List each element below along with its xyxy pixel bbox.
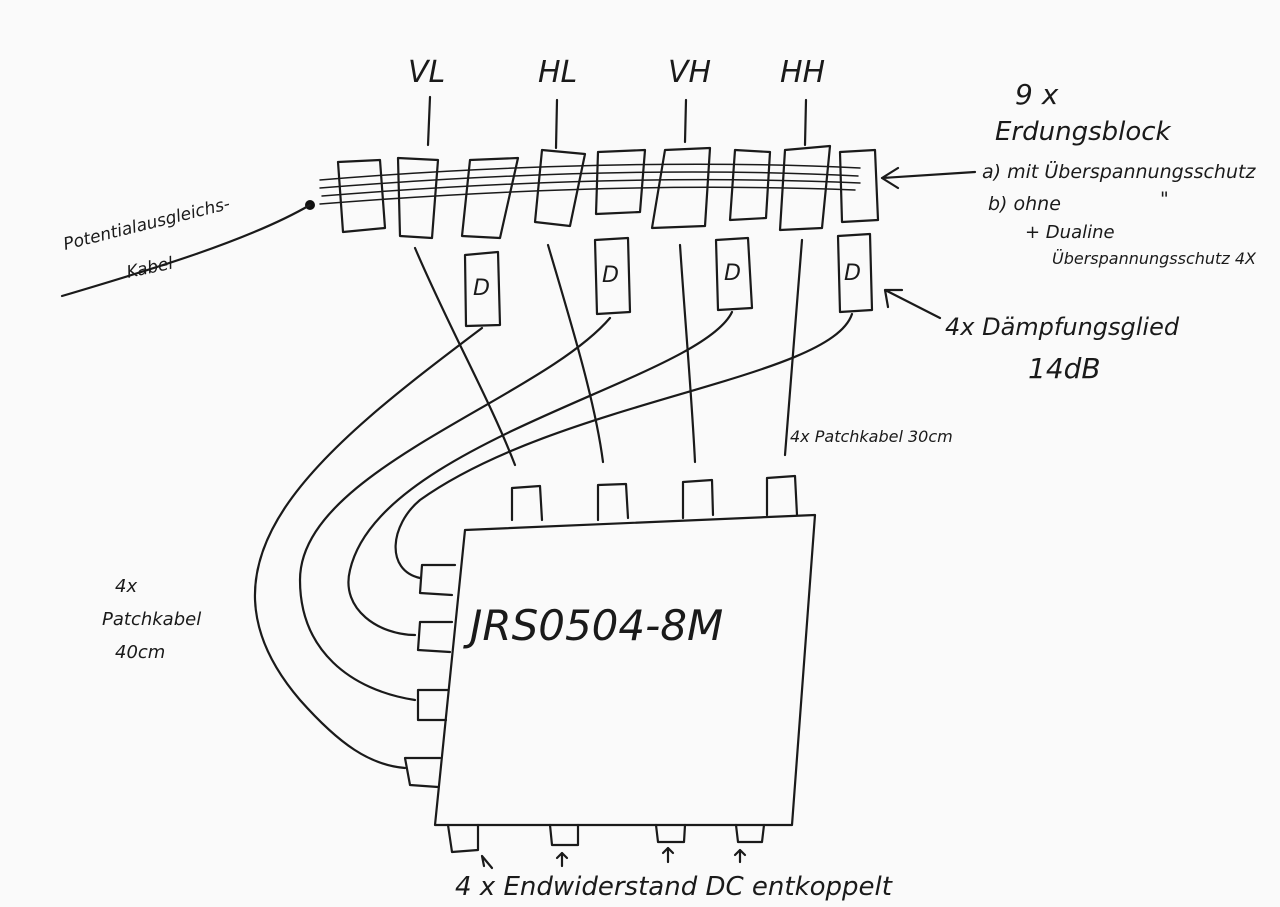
input-cables xyxy=(426,95,808,150)
multiswitch-body xyxy=(403,474,817,870)
attenuators: D D D D xyxy=(463,232,874,328)
arrow-icon xyxy=(880,166,977,190)
attenuator-value: 14dB xyxy=(1028,352,1101,385)
patch40-label-2: Patchkabel xyxy=(102,609,201,630)
input-labels: VL HL VH HH xyxy=(408,55,825,90)
label-hl: HL xyxy=(538,55,577,90)
attenuator-1-label: D xyxy=(473,276,490,301)
multiswitch-model: JRS0504-8M xyxy=(463,601,723,650)
label-vh: VH xyxy=(668,55,711,90)
patch30-label: 4x Patchkabel 30cm xyxy=(790,427,953,446)
patch-cables-40cm xyxy=(253,310,854,770)
grounding-title: Erdungsblock xyxy=(995,117,1172,147)
attenuator-label: 4x Dämpfungsglied xyxy=(945,313,1180,341)
grounding-option-a: a) mit Überspannungsschutz xyxy=(982,160,1256,183)
attenuator-4-label: D xyxy=(844,261,861,286)
ditto-mark: " xyxy=(1160,188,1169,210)
terminators-label: 4 x Endwiderstand DC entkoppelt xyxy=(455,872,893,902)
grounding-count: 9 x xyxy=(1015,78,1059,111)
potential-cable xyxy=(60,203,312,298)
patch40-label-3: 40cm xyxy=(115,642,165,663)
grounding-option-b: b) ohne xyxy=(988,193,1061,215)
potential-cable-label-1: Potentialausgleichs- xyxy=(61,194,232,255)
patch40-label-1: 4x xyxy=(115,576,137,597)
grounding-plus-2: Überspannungsschutz 4X xyxy=(1052,249,1257,268)
label-vl: VL xyxy=(408,55,445,90)
arrow-icon xyxy=(883,288,942,320)
label-hh: HH xyxy=(780,55,825,90)
attenuator-2-label: D xyxy=(602,263,619,288)
attenuator-3-label: D xyxy=(724,261,741,286)
grounding-plus: + Dualine xyxy=(1025,222,1115,243)
potential-cable-label-2: Kabel xyxy=(125,254,175,283)
grounding-blocks xyxy=(319,144,880,240)
